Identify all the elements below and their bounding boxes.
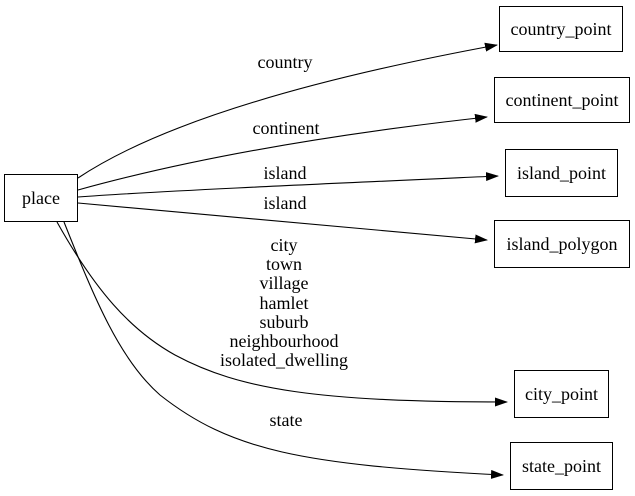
node-island-point: island_point — [505, 149, 618, 197]
edge-label-town: town — [265, 253, 302, 274]
edge-place-state_point — [63, 221, 504, 479]
edge-label-country: country — [257, 52, 313, 72]
node-state-point: state_point — [510, 442, 613, 490]
edge-label-hamlet: hamlet — [259, 292, 309, 313]
edge-place-island_polygon — [77, 202, 488, 244]
node-place: place — [4, 174, 78, 222]
node-continent-point: continent_point — [494, 77, 630, 123]
edge-label-island-1: island — [263, 163, 307, 183]
node-island-polygon: island_polygon — [494, 220, 630, 268]
edge-label-neighbourhood: neighbourhood — [229, 330, 339, 351]
edge-label-city: city — [270, 234, 298, 255]
edge-label-suburb: suburb — [259, 311, 309, 332]
edge-label-state: state — [269, 410, 303, 430]
edge-label-village: village — [259, 273, 309, 294]
node-city-point: city_point — [514, 370, 609, 418]
edge-place-continent_point — [77, 113, 488, 191]
edge-label-city-group: city town village hamlet suburb neighbou… — [220, 234, 348, 371]
edge-place-island_point — [77, 172, 499, 198]
edge-label-isolated-dwelling: isolated_dwelling — [220, 350, 348, 371]
edge-label-continent: continent — [252, 118, 320, 138]
edge-label-island-2: island — [263, 193, 307, 213]
node-country-point: country_point — [499, 6, 623, 52]
edge-place-country_point — [77, 42, 498, 179]
edge-place-city_point — [56, 221, 508, 407]
